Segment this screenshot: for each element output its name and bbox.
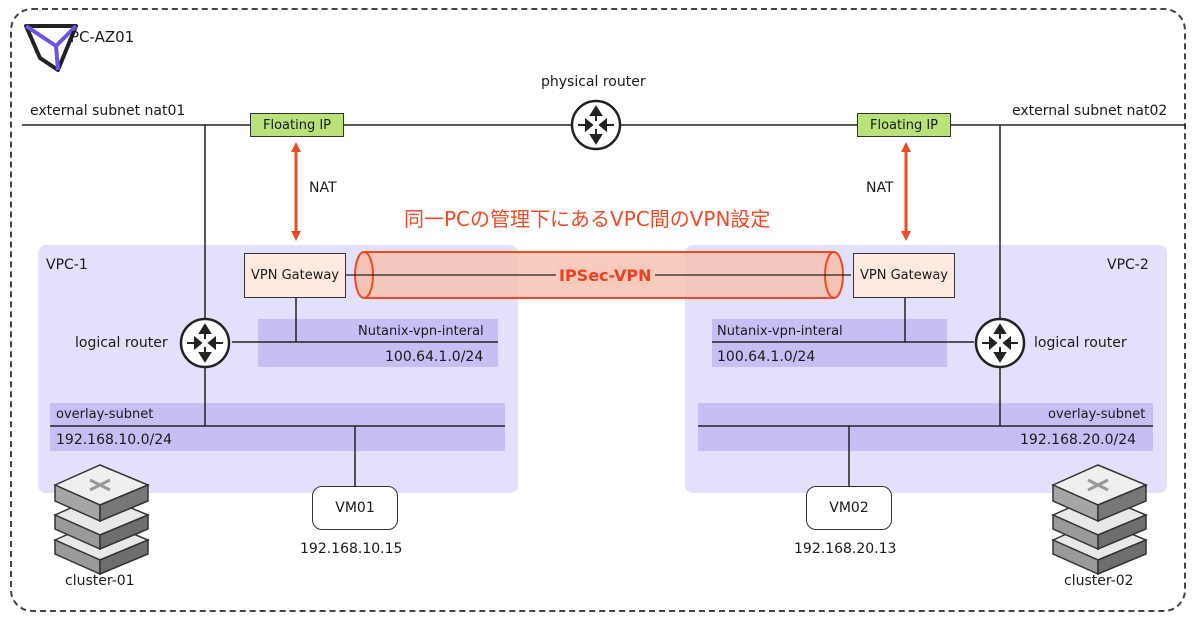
- nat-label-left: NAT: [309, 180, 337, 196]
- vm02-box: VM02: [806, 486, 892, 530]
- ipsec-vpn-label: IPSec-VPN: [556, 266, 655, 285]
- cluster-01-server-icon: [53, 464, 150, 576]
- vm01-ip: 192.168.10.15: [300, 541, 403, 557]
- vpc2-logical-router-icon: [974, 317, 1026, 369]
- vpc1-overlay-band: [50, 403, 505, 451]
- vm02-ip: 192.168.20.13: [794, 541, 897, 557]
- vpc2-overlay-band: [698, 403, 1153, 451]
- vm01-box: VM01: [312, 486, 398, 530]
- prism-central-name: PC-AZ01: [70, 28, 135, 46]
- vpc2-vpn-subnet-cidr: 100.64.1.0/24: [717, 349, 816, 365]
- external-subnet-right-label: external subnet nat02: [1012, 103, 1168, 119]
- vpc2-logical-router-label: logical router: [1034, 335, 1127, 351]
- floating-ip-right: Floating IP: [857, 113, 951, 137]
- vpc2-vpn-gateway: VPN Gateway: [853, 253, 955, 298]
- vpc1-vpn-subnet-name: Nutanix-vpn-interal: [358, 324, 484, 339]
- vpc1-vpn-subnet-band: [258, 319, 498, 367]
- vpc1-overlay-cidr: 192.168.10.0/24: [56, 432, 173, 448]
- diagram-title: 同一PCの管理下にあるVPC間のVPN設定: [404, 207, 771, 231]
- vpc2-vpn-subnet-band: [712, 319, 947, 367]
- vpc2-name: VPC-2: [1107, 257, 1149, 273]
- cluster-02-server-icon: [1051, 464, 1148, 576]
- nat-label-right: NAT: [866, 180, 894, 196]
- vpc2-overlay-cidr: 192.168.20.0/24: [1020, 432, 1137, 448]
- cluster-01-label: cluster-01: [65, 573, 135, 589]
- prism-central-logo-icon: [24, 24, 78, 72]
- vpc1-vpn-gateway: VPN Gateway: [244, 253, 346, 298]
- physical-router-label: physical router: [541, 74, 646, 90]
- vpc1-logical-router-label: logical router: [75, 335, 168, 351]
- floating-ip-left: Floating IP: [250, 113, 344, 137]
- vpc1-vpn-subnet-cidr: 100.64.1.0/24: [385, 349, 484, 365]
- physical-router-icon: [570, 99, 622, 151]
- vpc2-vpn-subnet-name: Nutanix-vpn-interal: [717, 324, 843, 339]
- vpc1-overlay-name: overlay-subnet: [56, 407, 154, 422]
- external-subnet-left-label: external subnet nat01: [30, 103, 186, 119]
- vpc1-name: VPC-1: [46, 257, 88, 273]
- prism-central-boundary: [10, 8, 1186, 612]
- vpc1-logical-router-icon: [179, 317, 231, 369]
- vpc2-overlay-name: overlay-subnet: [1048, 407, 1146, 422]
- cluster-02-label: cluster-02: [1064, 573, 1134, 589]
